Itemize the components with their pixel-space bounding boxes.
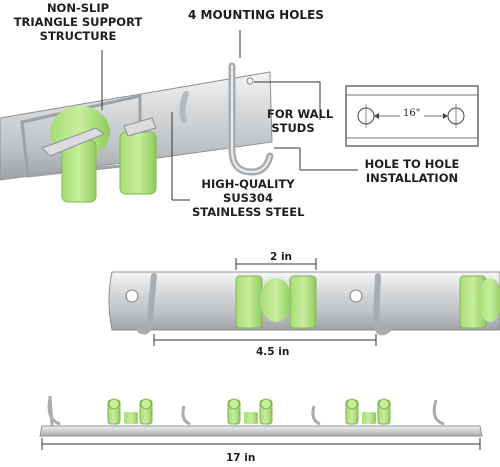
clamp-group-full (107, 398, 153, 425)
clamp-arm-right (123, 117, 157, 137)
grip-clamp-right (119, 131, 157, 195)
callout-line: FOR WALL (267, 107, 334, 121)
clamp-group-full (345, 398, 391, 425)
rail-hole-icon (349, 289, 363, 303)
front-view-detail (108, 271, 500, 336)
callout-nonslip: NON-SLIP TRIANGLE SUPPORT STRUCTURE (4, 1, 152, 43)
hook-small (179, 91, 189, 123)
hook-full (311, 405, 321, 426)
leader-lines-top (101, 30, 358, 201)
hook-spacing-label: 4.5 in (256, 346, 290, 358)
dimension-line-bottom (41, 438, 481, 450)
callout-line: NON-SLIP (46, 1, 110, 15)
hook-front-right (372, 273, 391, 336)
hook-front-left (137, 273, 157, 335)
callout-line: STAINLESS STEEL (192, 204, 305, 219)
callout-line: HIGH-QUALITY (201, 177, 295, 191)
mounting-hole-icon (246, 77, 254, 85)
callout-material: HIGH-QUALITY SUS304 STAINLESS STEEL (192, 177, 305, 219)
clamp-arm-left (41, 127, 106, 157)
rail-full (39, 425, 483, 437)
callout-line: STRUCTURE (39, 28, 117, 43)
total-length-label: 17 in (226, 452, 256, 464)
hook-full (432, 399, 445, 426)
callout-line: SUS304 (223, 190, 273, 205)
clamp-spacing-label: 2 in (270, 251, 293, 263)
callout-line: STUDS (271, 120, 315, 135)
callout-hole-to-hole: HOLE TO HOLE INSTALLATION (360, 157, 464, 186)
roller-front (260, 278, 292, 322)
grip-front (235, 275, 263, 329)
clamp-group-full (227, 398, 273, 425)
full-length-view (39, 395, 483, 437)
callout-wall-studs: FOR WALL STUDS (267, 107, 334, 136)
dimension-lines-middle (153, 258, 377, 346)
callout-mounting-holes: 4 MOUNTING HOLES (188, 8, 324, 22)
callout-line: TRIANGLE SUPPORT (13, 14, 143, 29)
rail-hole-icon (125, 289, 139, 303)
callout-line: INSTALLATION (365, 170, 459, 185)
stud-spacing-label: 16" (403, 108, 421, 119)
callout-line: HOLE TO HOLE (364, 157, 460, 171)
roller-front (478, 278, 500, 322)
grip-front (289, 275, 317, 329)
closeup-view (0, 62, 274, 203)
hook-full (181, 405, 191, 426)
stud-spacing-diagram (345, 85, 479, 147)
